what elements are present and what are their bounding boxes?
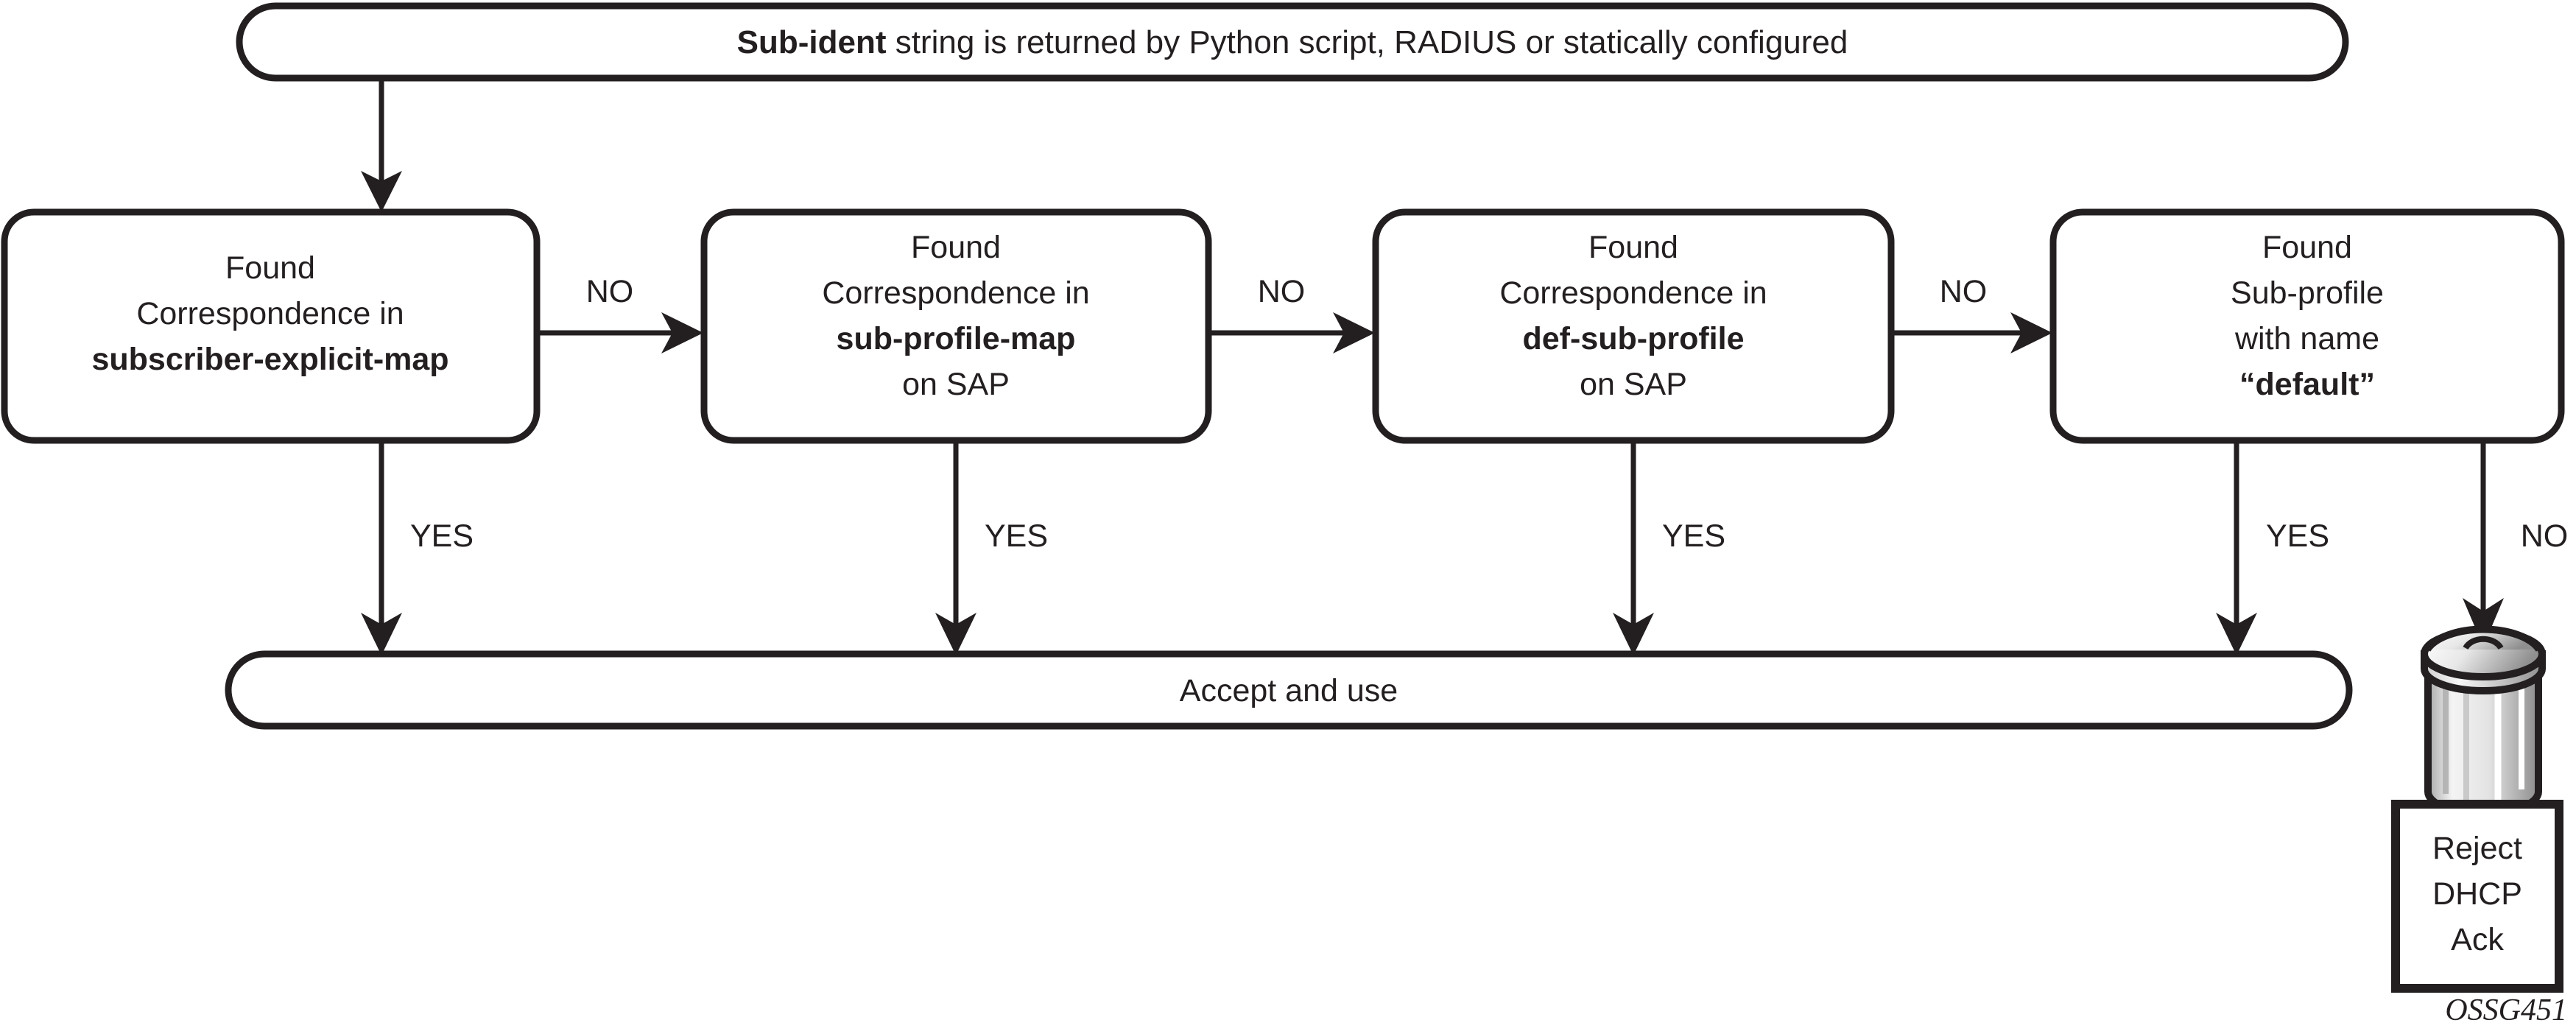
edge-label-no-3: NO <box>1940 274 1988 309</box>
start-banner-shape <box>236 2 2349 82</box>
accept-and-use-shape <box>225 650 2353 730</box>
node-sub-profile-map-line-2: Correspondence in <box>822 275 1089 311</box>
reject-dhcp-ack-box: Reject DHCP Ack <box>2391 800 2563 993</box>
node-subscriber-explicit-map-line-3: subscriber-explicit-map <box>91 342 448 377</box>
arrow-head-down-icon <box>2216 613 2257 655</box>
reject-line-3: Ack <box>2451 922 2504 957</box>
node-default-sub-profile-shape <box>2049 208 2565 444</box>
node-sub-profile-map-line-3: sub-profile-map <box>837 321 1076 356</box>
connector-node1-to-node2: NO <box>537 274 703 353</box>
node-def-sub-profile-line-4: on SAP <box>1580 367 1687 402</box>
edge-label-yes-4: YES <box>2266 518 2329 554</box>
node-subscriber-explicit-map-line-1: Found <box>225 250 315 286</box>
node-default-sub-profile[interactable]: Found Sub-profile with name “default” <box>2049 208 2565 444</box>
accept-and-use-label: Accept and use <box>1180 673 1398 708</box>
connector-node4-no-reject: NO <box>2463 440 2568 647</box>
edge-label-no-1: NO <box>586 274 634 309</box>
node-default-sub-profile-line-4: “default” <box>2239 367 2375 402</box>
arrow-head-down-icon <box>1613 613 1654 655</box>
edge-label-yes-1: YES <box>410 518 474 554</box>
node-default-sub-profile-line-3: with name <box>2234 321 2379 356</box>
arrow-head-down-icon <box>935 613 976 655</box>
reject-line-1: Reject <box>2432 831 2522 866</box>
edge-label-yes-2: YES <box>985 518 1048 554</box>
node-def-sub-profile[interactable]: Found Correspondence in def-sub-profile … <box>1372 208 1895 444</box>
connector-start-to-node1 <box>361 78 402 212</box>
node-subscriber-explicit-map-line-2: Correspondence in <box>136 296 404 331</box>
node-sub-profile-map-line-1: Found <box>911 230 1001 265</box>
accept-and-use-bar: Accept and use <box>225 650 2353 730</box>
connector-node2-yes: YES <box>935 440 1048 655</box>
edge-label-no-reject: NO <box>2521 518 2569 554</box>
node-subscriber-explicit-map[interactable]: Found Correspondence in subscriber-expli… <box>1 208 541 444</box>
arrow-head-down-icon <box>361 613 402 655</box>
connector-node1-yes: YES <box>361 440 474 655</box>
node-default-sub-profile-line-1: Found <box>2262 230 2352 265</box>
connector-node2-to-node3: NO <box>1208 274 1375 353</box>
node-def-sub-profile-line-1: Found <box>1588 230 1678 265</box>
arrow-head-right-icon <box>1333 312 1375 353</box>
reject-dhcp-ack-shape <box>2391 800 2563 993</box>
node-def-sub-profile-line-2: Correspondence in <box>1499 275 1767 311</box>
edge-label-no-2: NO <box>1258 274 1306 309</box>
start-banner-label: Sub-ident string is returned by Python s… <box>737 24 1848 60</box>
connector-node4-yes: YES <box>2216 440 2329 655</box>
node-sub-profile-map[interactable]: Found Correspondence in sub-profile-map … <box>700 208 1212 444</box>
node-def-sub-profile-line-3: def-sub-profile <box>1523 321 1745 356</box>
connector-node3-to-node4: NO <box>1891 274 2052 353</box>
reject-line-2: DHCP <box>2432 876 2522 912</box>
arrow-head-right-icon <box>661 312 703 353</box>
node-sub-profile-map-line-4: on SAP <box>902 367 1010 402</box>
trash-can-icon <box>2421 625 2546 817</box>
arrow-head-right-icon <box>2010 312 2052 353</box>
start-banner: Sub-ident string is returned by Python s… <box>236 2 2349 82</box>
figure-id-caption: OSSG451 <box>2445 993 2567 1027</box>
connector-node3-yes: YES <box>1613 440 1725 655</box>
arrow-head-down-icon <box>361 171 402 212</box>
node-default-sub-profile-line-2: Sub-profile <box>2231 275 2384 311</box>
edge-label-yes-3: YES <box>1662 518 1725 554</box>
arrow-head-down-icon <box>2463 598 2504 647</box>
node-subscriber-explicit-map-shape <box>1 208 541 444</box>
